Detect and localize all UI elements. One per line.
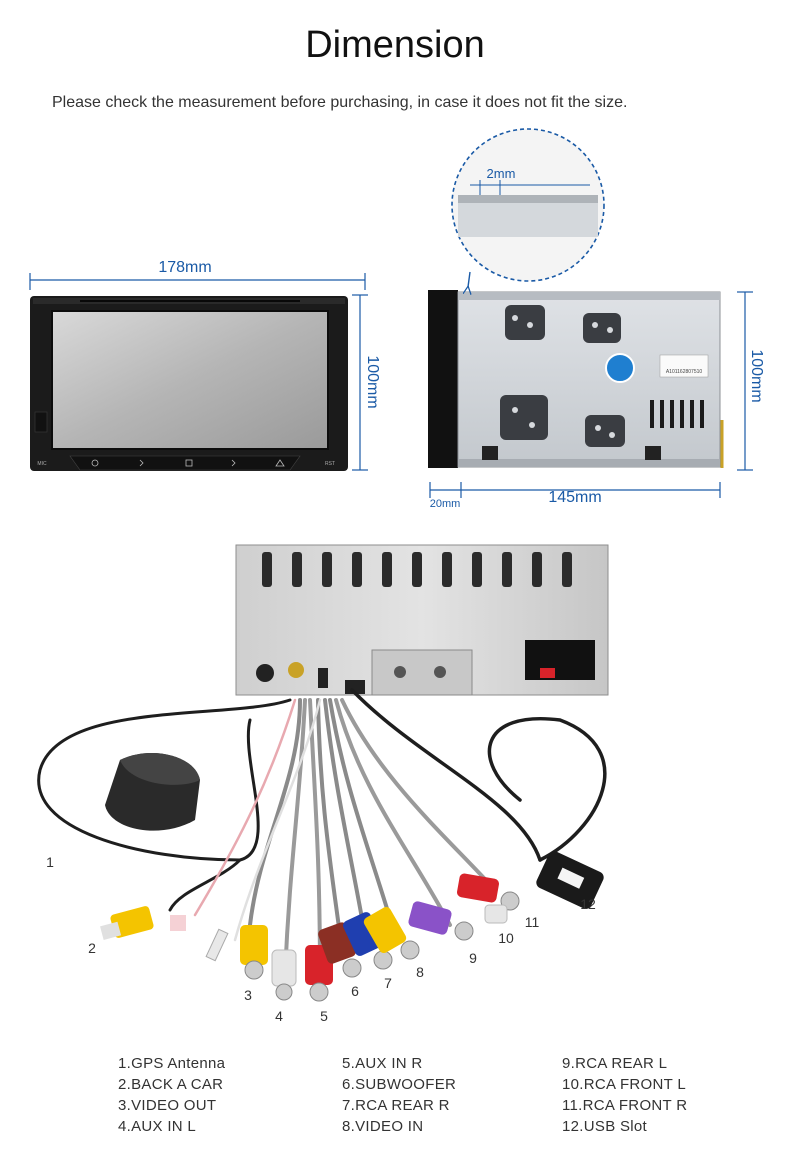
screen — [51, 310, 329, 450]
legend-item: 5.AUX IN R — [342, 1055, 423, 1072]
callout-9: 9 — [469, 950, 477, 966]
front-dimension-lines — [29, 273, 368, 471]
home-icon — [185, 459, 193, 467]
side-height-label: 100mm — [748, 349, 765, 402]
legend-item: 11.RCA FRONT R — [562, 1097, 688, 1114]
usb-connector — [536, 851, 604, 909]
legend-item: 1.GPS Antenna — [118, 1055, 226, 1072]
callout-10: 10 — [498, 930, 514, 946]
callout-4: 4 — [275, 1008, 283, 1024]
gps-antenna — [105, 752, 200, 831]
front-width-label: 178mm — [158, 259, 211, 276]
volume-down-icon — [139, 459, 144, 467]
legend-column-2: 5.AUX IN R 6.SUBWOOFER 7.RCA REAR R 8.VI… — [342, 1053, 562, 1137]
legend-item: 3.VIDEO OUT — [118, 1097, 217, 1114]
head-unit-side: A101162807510 — [428, 290, 724, 468]
rst-label: RST — [325, 461, 335, 467]
side-depth-label: 145mm — [548, 489, 601, 506]
head-unit-back — [235, 544, 609, 696]
callout-1: 1 — [46, 854, 54, 870]
legend-column-3: 9.RCA REAR L 10.RCA FRONT L 11.RCA FRONT… — [562, 1053, 782, 1137]
callout-labels: 1 2 3 4 5 6 7 8 9 10 11 12 — [46, 854, 596, 1024]
zoom-detail — [451, 128, 605, 287]
volume-up-icon — [231, 459, 236, 467]
callout-2: 2 — [88, 940, 96, 956]
head-unit-front: MIC RST — [30, 296, 348, 471]
callout-6: 6 — [351, 983, 359, 999]
cable-bundle — [37, 688, 607, 977]
callout-12: 12 — [580, 896, 596, 912]
callout-7: 7 — [384, 975, 392, 991]
legend-item: 8.VIDEO IN — [342, 1118, 424, 1135]
side-dimension-lines — [429, 291, 753, 498]
front-height-label: 100mm — [364, 355, 381, 408]
legend-item: 2.BACK A CAR — [118, 1076, 224, 1093]
callout-3: 3 — [244, 987, 252, 1003]
legend-item: 9.RCA REAR L — [562, 1055, 668, 1072]
eject-icon — [275, 459, 285, 467]
legend-item: 10.RCA FRONT L — [562, 1076, 686, 1093]
legend-item: 12.USB Slot — [562, 1118, 648, 1135]
callout-11: 11 — [525, 914, 540, 930]
power-icon — [91, 459, 99, 467]
callout-5: 5 — [320, 1008, 328, 1024]
serial-text: A101162807510 — [666, 369, 703, 375]
rca-connectors — [100, 873, 520, 1002]
side-front-label: 20mm — [430, 498, 461, 510]
page-title: Dimension — [305, 24, 485, 66]
legend-column-1: 1.GPS Antenna 2.BACK A CAR 3.VIDEO OUT 4… — [118, 1053, 338, 1137]
page-subtitle: Please check the measurement before purc… — [52, 94, 628, 111]
legend-item: 7.RCA REAR R — [342, 1097, 450, 1114]
callout-8: 8 — [416, 964, 424, 980]
legend-item: 6.SUBWOOFER — [342, 1076, 457, 1093]
brand-sticker-icon — [605, 353, 635, 383]
mic-label: MIC — [37, 461, 47, 467]
serial-sticker — [659, 354, 709, 378]
zoom-gap-label: 2mm — [487, 166, 516, 181]
legend-item: 4.AUX IN L — [118, 1118, 197, 1135]
